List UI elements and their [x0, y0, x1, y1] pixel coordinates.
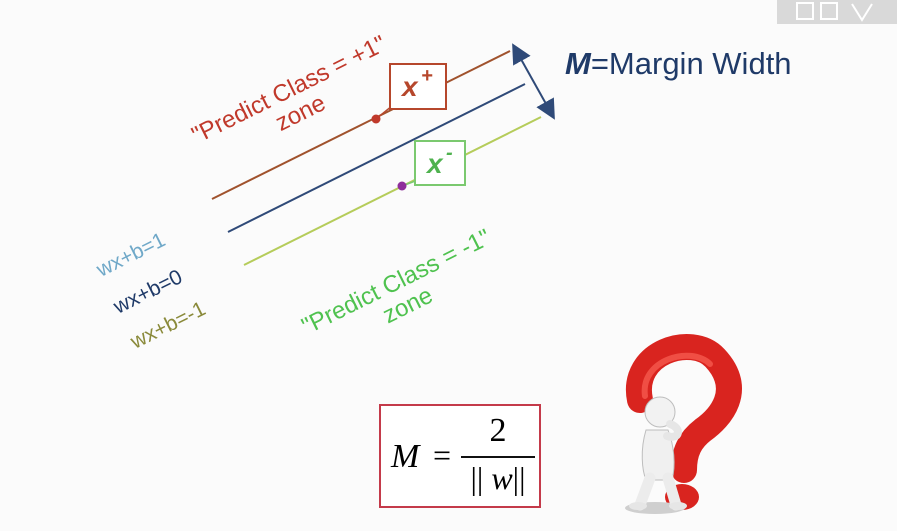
- x-minus-tag: x -: [414, 140, 466, 186]
- x-plus-sup: +: [421, 65, 433, 87]
- x-plus-tag: x +: [389, 63, 447, 110]
- formula-fraction-bar: [461, 456, 535, 458]
- x-minus-sup: -: [446, 142, 453, 164]
- x-minus-var: x: [427, 148, 443, 179]
- decision-boundary-line: [227, 83, 526, 233]
- margin-text: =Margin Width: [590, 46, 792, 81]
- margin-width-arrow: [512, 43, 555, 120]
- formula-denominator: || w||: [461, 460, 535, 497]
- minus-hyperplane-line: [243, 116, 542, 266]
- formula-numerator: 2: [489, 412, 507, 449]
- thinking-person-figure: [625, 396, 687, 514]
- x-plus-point: [371, 114, 381, 124]
- formula-w: w: [491, 460, 513, 496]
- formula-norm-left: ||: [470, 460, 484, 496]
- x-plus-var: x: [402, 71, 418, 102]
- formula-norm-right: ||: [512, 460, 526, 496]
- watermark-logo: [777, 0, 897, 24]
- x-minus-point: [397, 181, 407, 191]
- formula-equals: =: [433, 437, 452, 473]
- formula-lhs: M: [391, 438, 420, 475]
- plus-hyperplane-line: [211, 50, 511, 200]
- margin-var: M: [565, 46, 591, 81]
- margin-width-label: M=Margin Width: [565, 46, 792, 82]
- margin-formula: M = 2 || w||: [379, 404, 541, 508]
